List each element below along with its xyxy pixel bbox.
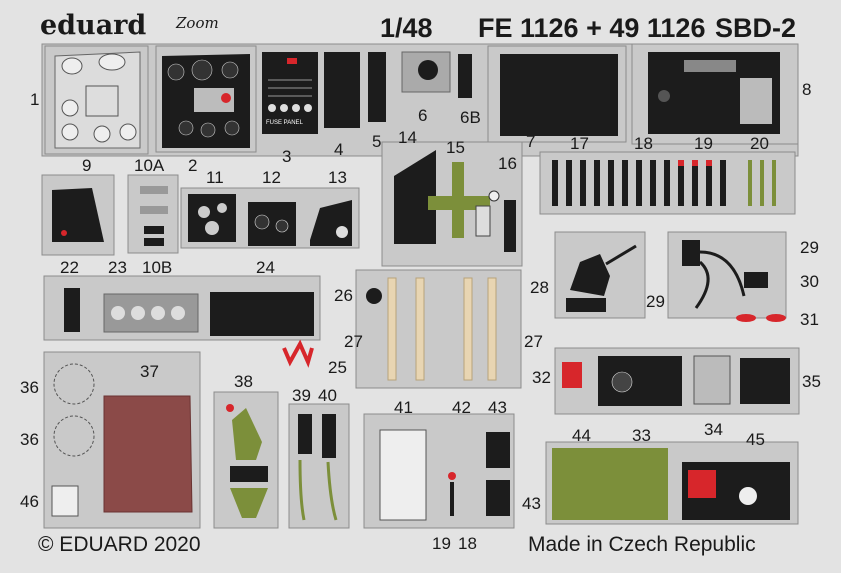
part-label-27-left: 27	[344, 332, 363, 351]
part-label-16: 16	[498, 154, 517, 173]
part-label-5: 5	[372, 132, 382, 151]
part-label-13: 13	[328, 168, 347, 187]
part-label-42: 42	[452, 398, 471, 417]
part-label-17: 17	[570, 134, 589, 153]
part-label-22: 22	[60, 258, 79, 277]
part-label-37: 37	[140, 362, 159, 381]
part-label-18: 18	[634, 134, 653, 153]
part-2-artwork	[162, 54, 250, 148]
part-label-10b: 10B	[142, 258, 173, 277]
part-label-23: 23	[108, 258, 127, 277]
part-7-artwork	[500, 54, 618, 136]
part-3-artwork	[262, 52, 318, 134]
part-label-43-bottom: 43	[522, 494, 541, 513]
part-label-12: 12	[262, 168, 281, 187]
part-label-20: 20	[750, 134, 769, 153]
part-label-9: 9	[82, 156, 92, 175]
part-label-40: 40	[318, 386, 337, 405]
scale-label: 1/48	[380, 13, 433, 43]
part-label-46: 46	[20, 492, 39, 511]
part-label-29-left: 29	[646, 292, 665, 311]
part-8-artwork	[648, 52, 780, 134]
part-label-18-bottom: 18	[458, 534, 477, 553]
parts-36-37-artwork	[51, 363, 193, 517]
parts-39-40-artwork	[298, 414, 338, 521]
parts-6-artwork	[401, 51, 472, 98]
part-label-29-right: 29	[800, 238, 819, 257]
part-10a-artwork	[140, 186, 168, 246]
part-label-41: 41	[394, 398, 413, 417]
part-38-artwork	[226, 404, 268, 518]
part-label-26: 26	[334, 286, 353, 305]
part-label-1: 1	[30, 90, 40, 109]
part-9-artwork	[52, 188, 104, 242]
part-label-14: 14	[398, 128, 417, 147]
parts-26-27-artwork	[366, 277, 497, 381]
part-1-artwork	[54, 51, 141, 149]
part-label-45: 45	[746, 430, 765, 449]
fuse-panel-text: FUSE PANEL	[266, 120, 303, 126]
parts-17-20-artwork	[552, 160, 776, 206]
brand-logo-text: eduard	[40, 10, 147, 41]
part-label-25: 25	[328, 358, 347, 377]
part-label-34: 34	[704, 420, 723, 439]
zoom-logo-text: Zoom	[176, 14, 219, 32]
part-label-39: 39	[292, 386, 311, 405]
parts-14-16-artwork	[394, 150, 516, 252]
part-label-31: 31	[800, 310, 819, 329]
origin-text: Made in Czech Republic	[528, 533, 756, 556]
parts-41-43-artwork	[379, 429, 510, 521]
parts-22-24-artwork	[64, 288, 314, 368]
parts-11-13-artwork	[188, 194, 352, 246]
part-label-10a: 10A	[134, 156, 165, 175]
part-label-35: 35	[802, 372, 821, 391]
part-label-7: 7	[526, 132, 536, 151]
part-label-24: 24	[256, 258, 275, 277]
part-28-artwork	[566, 244, 637, 312]
part-label-43-top: 43	[488, 398, 507, 417]
part-label-44: 44	[572, 426, 591, 445]
part-label-6b: 6B	[460, 108, 481, 127]
part-label-11: 11	[206, 168, 224, 187]
part-label-4: 4	[334, 140, 344, 159]
part-label-19: 19	[694, 134, 713, 153]
part-label-3: 3	[282, 147, 292, 166]
parts-32-35-artwork	[562, 355, 790, 406]
part-label-30: 30	[800, 272, 819, 291]
parts-44-45-artwork	[552, 448, 790, 520]
part-label-6: 6	[418, 106, 428, 125]
part-label-32: 32	[532, 368, 551, 387]
part-label-33: 33	[632, 426, 651, 445]
part-label-2: 2	[188, 156, 198, 175]
part-label-36-bottom: 36	[20, 430, 39, 449]
copyright-text: © EDUARD 2020	[38, 533, 201, 556]
parts-29-31-artwork	[682, 240, 786, 322]
parts-4-5-artwork	[324, 52, 386, 128]
aircraft-label: SBD-2	[715, 13, 797, 43]
part-label-15: 15	[446, 138, 465, 157]
part-label-27-right: 27	[524, 332, 543, 351]
part-label-38: 38	[234, 372, 253, 391]
part-label-19-bottom: 19	[432, 534, 451, 553]
part-label-36-top: 36	[20, 378, 39, 397]
part-label-8: 8	[802, 80, 812, 99]
part-label-28: 28	[530, 278, 549, 297]
set-code-label: FE 1126 + 49 1126	[478, 13, 706, 43]
